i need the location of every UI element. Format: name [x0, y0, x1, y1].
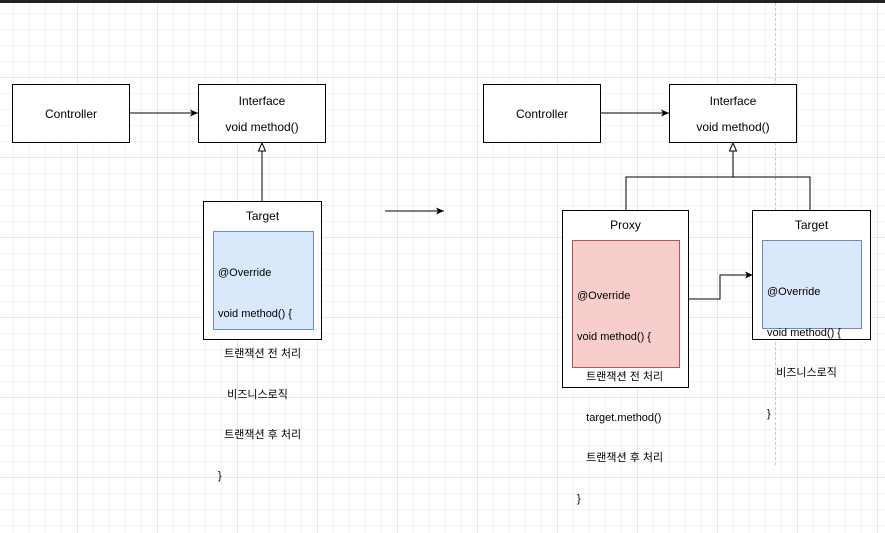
right-interface-box[interactable]: Interface void method() [669, 84, 797, 143]
left-target-code-block: @Override void method() { 트랜잭션 전 처리 비즈니스… [213, 231, 314, 482]
code-line: void method() { [767, 326, 841, 339]
code-line: } [767, 407, 771, 420]
code-line: 트랜잭션 전 처리 [577, 371, 664, 383]
left-controller-box[interactable]: Controller [12, 84, 130, 143]
right-interface-method: void method() [696, 119, 770, 134]
canvas-top-border [0, 0, 885, 3]
left-interface-title: Interface [238, 93, 286, 108]
right-controller-label: Controller [515, 106, 569, 121]
connectors-layer [130, 109, 811, 300]
right-target-title: Target [794, 218, 829, 232]
right-interface-title: Interface [709, 93, 757, 108]
code-line: void method() { [218, 307, 292, 320]
proxy-title: Proxy [610, 218, 641, 232]
right-implements-connector [625, 176, 811, 210]
code-line: 비즈니스로직 [218, 388, 288, 401]
code-line: 트랜잭션 전 처리 [218, 348, 302, 360]
proxy-to-target-arrow [680, 271, 753, 300]
code-line: } [218, 469, 222, 482]
left-target-title: Target [245, 209, 280, 223]
left-interface-method: void method() [225, 119, 299, 134]
code-line: target.method() [577, 411, 662, 424]
code-line: 트랜잭션 후 처리 [218, 429, 302, 441]
right-controller-box[interactable]: Controller [483, 84, 601, 143]
proxy-box[interactable]: Proxy @Override void method() { 트랜잭션 전 처… [562, 210, 689, 505]
code-line: @Override [577, 290, 631, 302]
left-target-box[interactable]: Target @Override void method() { 트랜잭션 전 … [203, 201, 322, 482]
right-target-code-block: @Override void method() { 비즈니스로직 } [762, 240, 862, 420]
code-line: 트랜잭션 후 처리 [577, 452, 664, 464]
code-line: @Override [767, 286, 821, 298]
code-line: void method() { [577, 330, 651, 343]
code-line: } [577, 492, 581, 505]
right-target-box[interactable]: Target @Override void method() { 비즈니스로직 … [752, 210, 871, 420]
code-line: 비즈니스로직 [767, 367, 837, 379]
left-interface-box[interactable]: Interface void method() [198, 84, 326, 143]
left-controller-label: Controller [44, 106, 98, 121]
code-line: @Override [218, 267, 272, 279]
proxy-code-block: @Override void method() { 트랜잭션 전 처리 targ… [572, 240, 680, 505]
